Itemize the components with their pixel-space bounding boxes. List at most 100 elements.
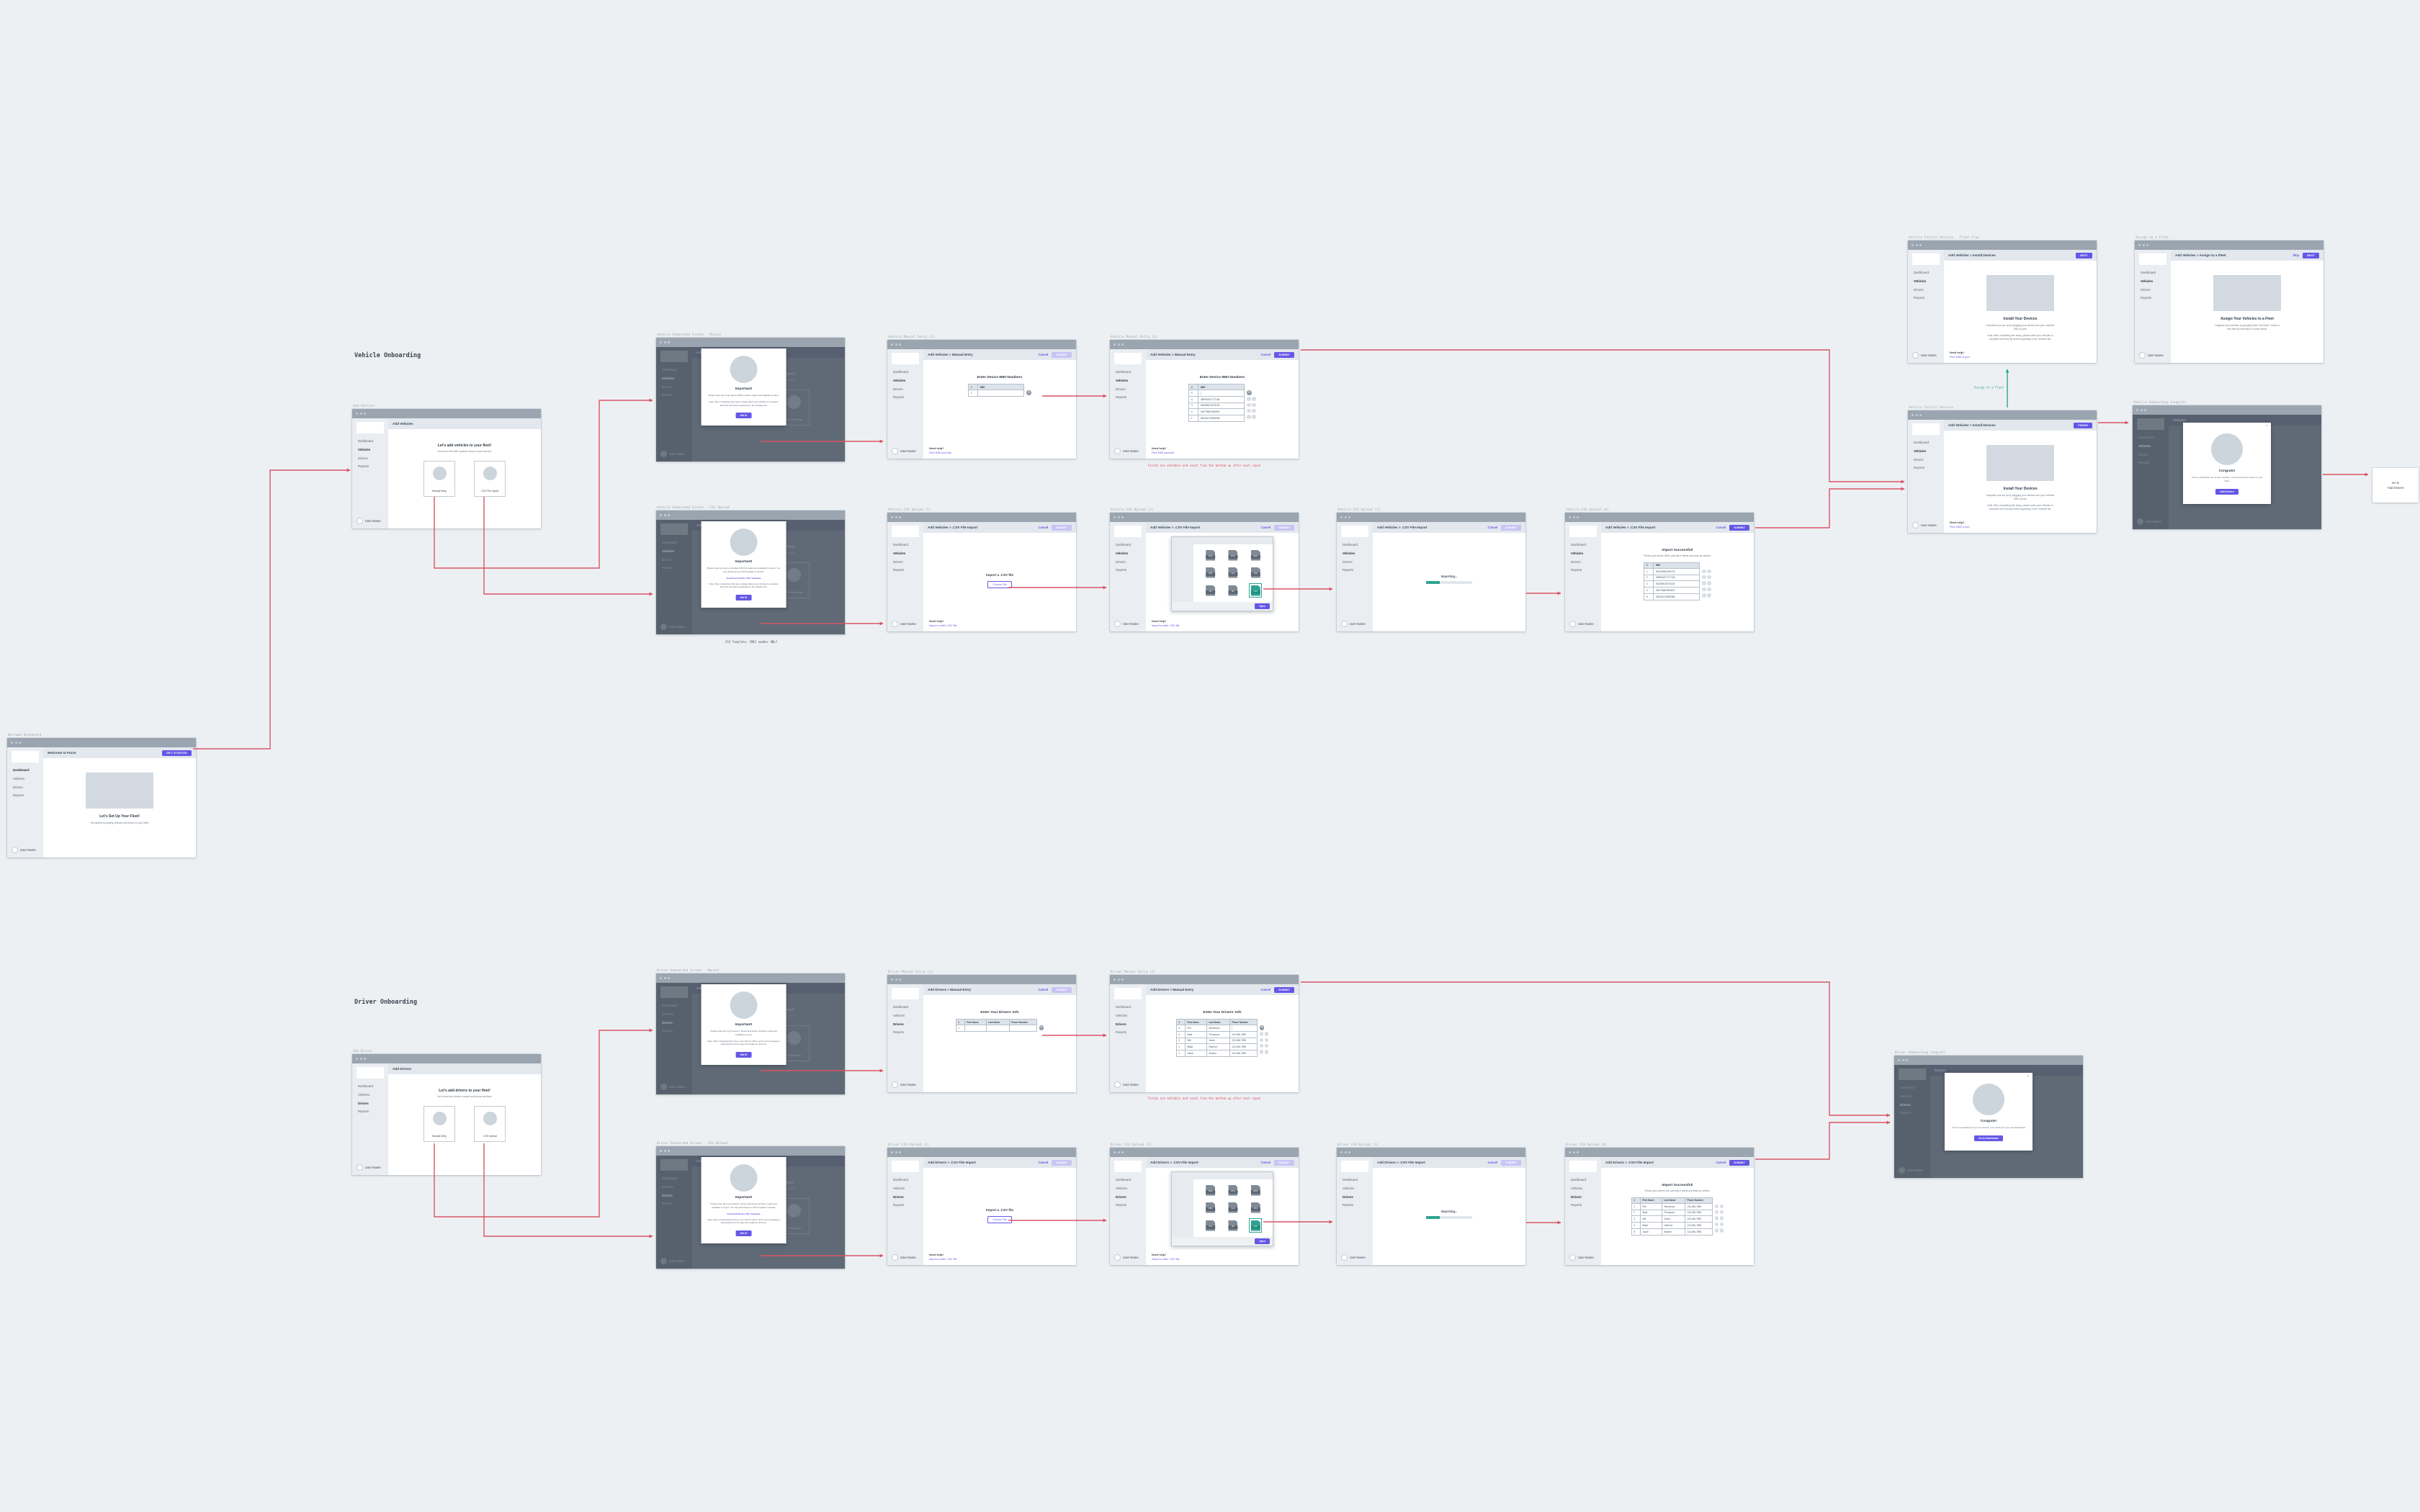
sidebar-item-dashboard[interactable]: Dashboard — [893, 543, 909, 546]
need-help-link[interactable]: Import a valid .CSV file — [1152, 1257, 1180, 1261]
edit-row-button[interactable] — [1702, 587, 1706, 592]
delete-row-button[interactable] — [1719, 1204, 1724, 1208]
file-icon[interactable]: ZIP — [1227, 1219, 1239, 1232]
sidebar-item-reports[interactable]: Reports — [2141, 296, 2152, 300]
sidebar-item-reports[interactable]: Reports — [1343, 568, 1354, 572]
sidebar-item-drivers[interactable]: Drivers — [893, 1194, 904, 1199]
sidebar-item-reports[interactable]: Reports — [2138, 461, 2150, 465]
sidebar-item-drivers[interactable]: Drivers — [1116, 387, 1126, 391]
sidebar-item-vehicles[interactable]: Vehicles — [1571, 551, 1584, 555]
cancel-link[interactable]: Cancel — [1260, 988, 1271, 991]
sidebar-item-vehicles[interactable]: Vehicles — [893, 378, 906, 382]
submit-button[interactable]: SUBMIT — [1729, 1159, 1749, 1166]
table-input-cell[interactable] — [1008, 1025, 1037, 1032]
get-started-button[interactable]: GET STARTED — [162, 750, 192, 756]
edit-row-button[interactable] — [1259, 1043, 1264, 1048]
sidebar-item-dashboard[interactable]: Dashboard — [1343, 543, 1358, 546]
file-icon-csv-selected[interactable]: CSV — [1249, 583, 1263, 598]
table-input-cell[interactable] — [964, 1025, 987, 1032]
edit-row-button[interactable] — [1247, 397, 1251, 401]
choose-file-button[interactable]: Choose File — [987, 581, 1012, 588]
cancel-link[interactable]: Cancel — [1038, 988, 1049, 991]
option-card-manual-entry[interactable]: Manual Entry — [424, 1106, 455, 1142]
sidebar-item-dashboard[interactable]: Dashboard — [1571, 543, 1587, 546]
need-help-link[interactable]: Find IMEI barcode — [929, 451, 952, 454]
sidebar-item-vehicles[interactable]: Vehicles — [662, 1012, 674, 1016]
file-icon[interactable]: ZIP — [1227, 584, 1239, 597]
edit-row-button[interactable] — [1247, 408, 1251, 413]
submit-button[interactable]: SUBMIT — [1729, 524, 1749, 531]
file-icon[interactable]: JPG — [1250, 1201, 1261, 1214]
next-button[interactable]: NEXT — [2303, 252, 2319, 258]
sidebar-item-vehicles[interactable]: Vehicles — [1914, 279, 1927, 283]
sidebar-item-drivers[interactable]: Drivers — [1343, 559, 1353, 564]
need-help-link[interactable]: Import a valid .CSV file — [929, 1257, 957, 1261]
file-icon[interactable]: XLS — [1227, 566, 1239, 579]
file-icon[interactable]: DOC — [1227, 549, 1239, 562]
table-input-cell[interactable]: | — [1229, 1025, 1258, 1032]
sidebar-item-dashboard[interactable]: Dashboard — [662, 1004, 678, 1007]
file-icon[interactable]: JPG — [1250, 566, 1261, 579]
file-icon[interactable]: PNG — [1205, 1184, 1216, 1197]
sidebar-item-vehicles[interactable]: Vehicles — [1116, 1186, 1128, 1190]
sidebar-item-drivers[interactable]: Drivers — [1116, 559, 1126, 564]
sidebar-item-drivers[interactable]: Drivers — [1343, 1194, 1353, 1199]
add-row-button[interactable]: + — [1039, 1025, 1044, 1030]
sidebar-item-reports[interactable]: Reports — [662, 393, 673, 397]
sidebar-item-vehicles[interactable]: Vehicles — [893, 551, 906, 555]
sidebar-item-vehicles[interactable]: Vehicles — [662, 1184, 674, 1189]
need-help-link[interactable]: Import a valid .CSV file — [1152, 624, 1180, 627]
option-card-manual-entry[interactable]: Manual Entry — [424, 461, 455, 497]
sidebar-item-reports[interactable]: Reports — [662, 566, 673, 570]
skip-link[interactable]: Skip — [2293, 253, 2300, 257]
edit-row-button[interactable] — [1247, 402, 1251, 407]
sidebar-item-vehicles[interactable]: Vehicles — [893, 1186, 905, 1190]
sidebar-item-dashboard[interactable]: Dashboard — [1914, 441, 1930, 444]
option-card-csv-upload[interactable]: .CSV Upload — [474, 1106, 506, 1142]
cancel-link[interactable]: Cancel — [1038, 1161, 1049, 1164]
got-it-button[interactable]: Got it! — [735, 1052, 752, 1058]
table-input-cell[interactable] — [985, 1025, 1010, 1032]
edit-row-button[interactable] — [1714, 1228, 1719, 1233]
cancel-link[interactable]: Cancel — [1716, 1161, 1726, 1164]
sidebar-item-dashboard[interactable]: Dashboard — [1900, 1086, 1916, 1089]
sidebar-item-vehicles[interactable]: Vehicles — [2141, 279, 2154, 283]
sidebar-item-vehicles[interactable]: Vehicles — [1116, 551, 1129, 555]
sidebar-item-dashboard[interactable]: Dashboard — [893, 1178, 909, 1182]
sidebar-item-vehicles[interactable]: Vehicles — [662, 376, 675, 380]
delete-row-button[interactable] — [1252, 415, 1256, 419]
submit-button[interactable]: SUBMIT — [1052, 524, 1072, 531]
delete-row-button[interactable] — [1264, 1043, 1269, 1048]
sidebar-item-dashboard[interactable]: Dashboard — [893, 370, 909, 374]
sidebar-item-vehicles[interactable]: Vehicles — [1116, 378, 1129, 382]
delete-row-button[interactable] — [1719, 1222, 1724, 1227]
sidebar-item-vehicles[interactable]: Vehicles — [358, 1092, 370, 1097]
delete-row-button[interactable] — [1264, 1032, 1269, 1036]
sidebar-item-dashboard[interactable]: Dashboard — [662, 368, 678, 372]
cancel-link[interactable]: Cancel — [1038, 353, 1049, 356]
sidebar-item-reports[interactable]: Reports — [1914, 296, 1925, 300]
cancel-link[interactable]: Cancel — [1487, 526, 1498, 529]
cancel-link[interactable]: Cancel — [1038, 526, 1049, 529]
sidebar-item-reports[interactable]: Reports — [893, 1203, 905, 1207]
add-drivers-button[interactable]: Add Drivers — [2215, 488, 2238, 495]
submit-button[interactable]: SUBMIT — [1052, 1159, 1072, 1166]
cancel-link[interactable]: Cancel — [1260, 526, 1271, 529]
submit-button[interactable]: SUBMIT — [1274, 986, 1294, 993]
sidebar-item-dashboard[interactable]: Dashboard — [893, 1005, 909, 1009]
cancel-link[interactable]: Cancel — [1260, 353, 1271, 356]
sidebar-item-drivers[interactable]: Drivers — [13, 785, 23, 789]
sidebar-item-reports[interactable]: Reports — [893, 1030, 905, 1035]
sidebar-item-reports[interactable]: Reports — [1571, 1203, 1582, 1207]
sidebar-item-reports[interactable]: Reports — [1116, 1030, 1127, 1035]
sidebar-item-reports[interactable]: Reports — [662, 1202, 673, 1206]
go-to-dashboard-button[interactable]: Go to Dashboard — [1974, 1135, 2003, 1141]
delete-row-button[interactable] — [1719, 1216, 1724, 1220]
got-it-button[interactable]: Got it! — [735, 1230, 752, 1237]
sidebar-item-vehicles[interactable]: Vehicles — [1914, 449, 1927, 453]
sidebar-item-reports[interactable]: Reports — [1116, 395, 1127, 400]
file-icon[interactable]: XLS — [1227, 1201, 1239, 1214]
edit-row-button[interactable] — [1714, 1204, 1719, 1208]
file-icon[interactable]: PNG — [1205, 549, 1216, 562]
delete-row-button[interactable] — [1252, 402, 1256, 407]
